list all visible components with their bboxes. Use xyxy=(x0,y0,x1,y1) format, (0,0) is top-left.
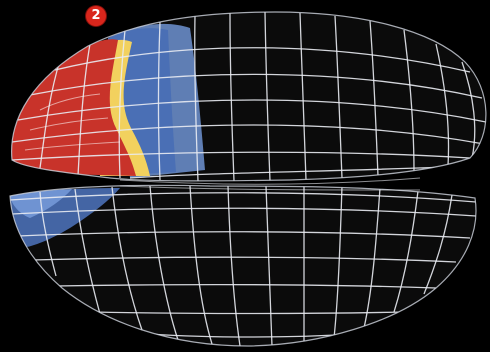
panel-number-badge: 2 xyxy=(86,6,106,26)
bottom-hemisphere xyxy=(9,184,477,347)
top-hemisphere-outline xyxy=(11,11,487,182)
top-longitude-lines xyxy=(39,12,476,181)
top-hemisphere xyxy=(11,11,487,182)
bottom-longitude-lines xyxy=(39,185,453,346)
bottom-hemisphere-body xyxy=(10,185,476,346)
central-cleft xyxy=(119,177,421,191)
top-latitude-lines xyxy=(11,47,486,179)
top-cap-grid-lines xyxy=(24,93,121,151)
top-red-region xyxy=(11,39,137,176)
bottom-hemisphere-outline xyxy=(9,184,477,347)
